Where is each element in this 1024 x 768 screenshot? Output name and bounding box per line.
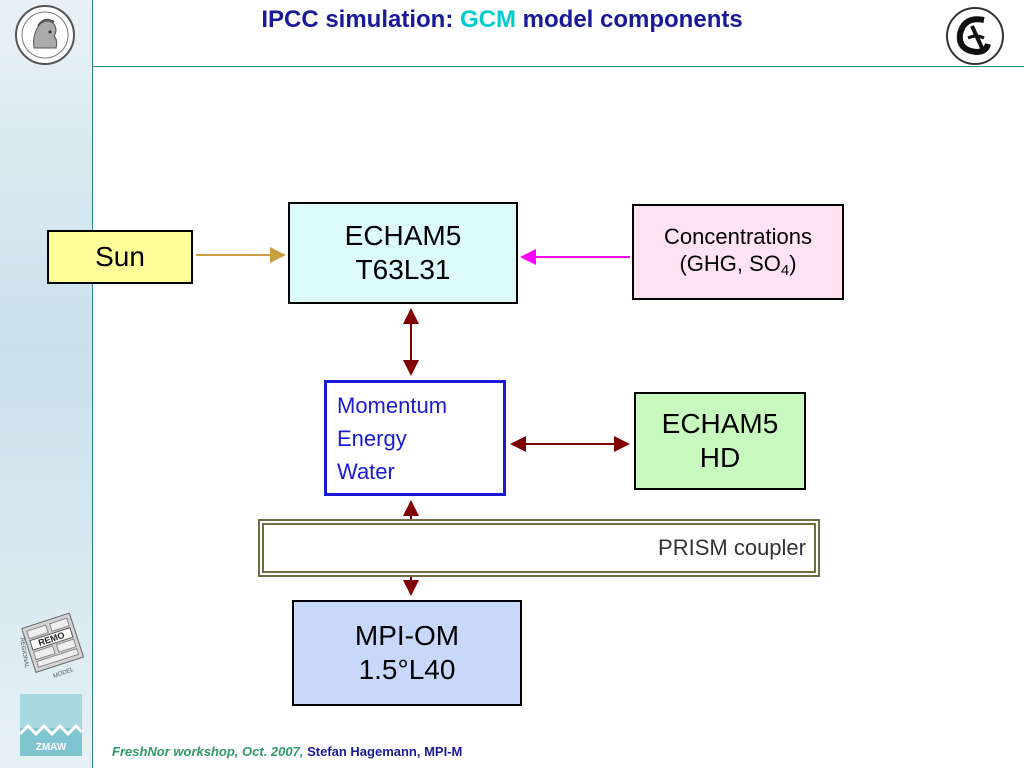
- prism-coupler-box: PRISM coupler: [258, 519, 820, 577]
- echam-line2: T63L31: [355, 254, 451, 285]
- title-highlight: GCM: [460, 6, 516, 33]
- ocean-line1: MPI-OM: [354, 619, 460, 651]
- echam-atmosphere-box: ECHAM5 T63L31: [288, 202, 518, 304]
- sun-label: Sun: [95, 240, 145, 272]
- concentrations-box: Concentrations (GHG, SO4): [632, 204, 844, 300]
- zmaw-wave-icon: ZMAW: [20, 694, 82, 756]
- title-suffix: model components: [516, 6, 743, 33]
- footer-author: Stefan Hagemann, MPI-M: [307, 744, 463, 759]
- echam-line1: ECHAM5: [344, 219, 462, 251]
- ocean-line2: 1.5°L40: [358, 654, 456, 685]
- hd-line2: HD: [699, 442, 741, 473]
- max-planck-minerva-icon: [15, 5, 75, 65]
- header-rule: [92, 66, 1024, 67]
- concentrations-line2-suffix: ): [789, 250, 797, 276]
- exchange-fluxes-box: Momentum Energy Water: [324, 380, 506, 496]
- zmaw-logo-text: ZMAW: [36, 742, 67, 753]
- concentrations-line1: Concentrations: [664, 223, 812, 249]
- hd-line1: ECHAM5: [661, 407, 779, 439]
- concentrations-line2: (GHG, SO4): [679, 251, 796, 280]
- exchange-line3: Water: [337, 458, 395, 484]
- prism-label: PRISM coupler: [658, 534, 806, 560]
- mpi-meteorology-icon: [946, 7, 1004, 65]
- remo-logo-regional: REGIONAL: [18, 637, 29, 669]
- concentrations-line2-sub: 4: [780, 261, 790, 279]
- footer-event: FreshNor workshop, Oct. 2007,: [112, 744, 308, 759]
- exchange-line1: Momentum: [337, 392, 448, 418]
- exchange-line2: Energy: [337, 425, 407, 451]
- sun-box: Sun: [47, 230, 193, 284]
- remo-model-icon: REMO REGIONAL MODEL: [18, 612, 85, 680]
- title-prefix: IPCC simulation:: [261, 6, 460, 33]
- footer: FreshNor workshop, Oct. 2007, Stefan Hag…: [112, 744, 462, 759]
- mpi-om-ocean-box: MPI-OM 1.5°L40: [292, 600, 522, 706]
- concentrations-line2-prefix: (GHG, SO: [679, 250, 781, 276]
- echam-hd-box: ECHAM5 HD: [634, 392, 806, 490]
- slide-title: IPCC simulation: GCM model components: [92, 6, 912, 34]
